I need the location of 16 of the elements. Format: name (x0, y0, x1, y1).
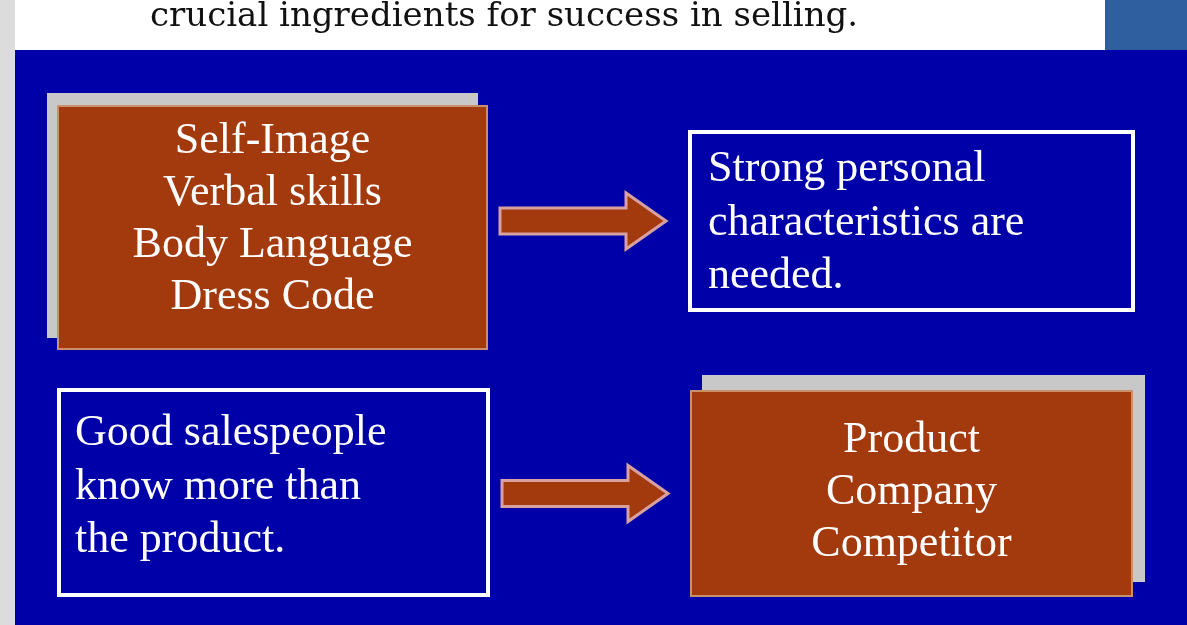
box-text: Good salespeople know more than the product. (75, 405, 388, 565)
list-box (690, 390, 1133, 597)
block-arrow (498, 190, 669, 252)
box-text: Company (824, 463, 999, 516)
box-text: Verbal skills (162, 164, 383, 217)
box-text: Competitor (810, 515, 1013, 568)
box-text: Dress Code (169, 268, 376, 321)
box-text: Body Language (131, 216, 414, 269)
list-box (57, 105, 488, 350)
text-box (57, 388, 490, 597)
box-text: Product (842, 412, 981, 464)
box-text: Strong personal characteristics are needed. (708, 141, 1026, 301)
box-text: Self-Image (173, 113, 372, 165)
block-arrow (500, 462, 671, 525)
text-box (688, 130, 1135, 312)
slide-title: crucial ingredients for success in selling. (150, 0, 860, 34)
